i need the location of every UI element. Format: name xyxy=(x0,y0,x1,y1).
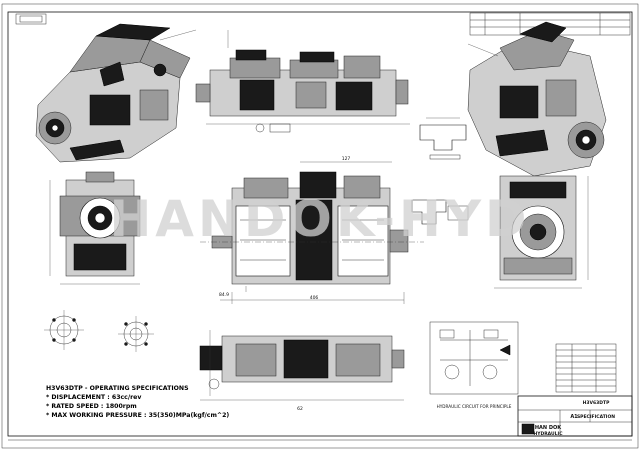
company-name-line1: HAN DOK xyxy=(535,425,562,431)
front-view-right xyxy=(494,175,589,289)
main-side-view xyxy=(200,161,424,304)
title-block-drawing-no: A1 xyxy=(570,414,578,420)
front-view-left xyxy=(49,171,141,285)
dimension-62: 62 xyxy=(297,406,303,412)
detail-view-upper xyxy=(419,117,467,160)
title-block-title: SPECIFICATION xyxy=(577,414,615,420)
spec-line-displacement: * DISPLACEMENT : 63cc/rev xyxy=(46,394,141,401)
flange-detail-delivery xyxy=(118,316,154,352)
spec-line-rated-speed: * RATED SPEED : 1800rpm xyxy=(46,403,137,410)
dimension-406: 406 xyxy=(310,295,319,301)
revision-stamp xyxy=(15,13,47,25)
detail-view-middle xyxy=(411,199,469,225)
company-name-line2: HYDRAULIC xyxy=(533,431,563,437)
circuit-caption: HYDRAULIC CIRCUIT FOR PRINCIPLE xyxy=(437,404,512,409)
outer-border xyxy=(1,3,639,449)
isometric-view-left xyxy=(35,23,197,163)
parts-table xyxy=(555,343,617,393)
dimension-84-9: 84.9 xyxy=(219,292,229,298)
hydraulic-circuit xyxy=(429,321,519,395)
inner-border xyxy=(7,11,633,437)
title-block xyxy=(517,395,633,437)
watermark-text: HANDOK-HYD xyxy=(109,190,530,248)
spec-line-max-pressure: * MAX WORKING PRESSURE : 35(350)MPa(kgf/… xyxy=(46,412,229,419)
spec-heading: H3V63DTP - OPERATING SPECIFICATIONS xyxy=(46,385,189,392)
isometric-view-right xyxy=(467,21,607,177)
dimension-127: 127 xyxy=(342,156,351,162)
title-block-model: H3V63DTP xyxy=(583,400,610,406)
flange-detail-suction xyxy=(44,310,84,350)
plan-view-bottom xyxy=(199,330,405,401)
side-view-top xyxy=(195,30,410,133)
